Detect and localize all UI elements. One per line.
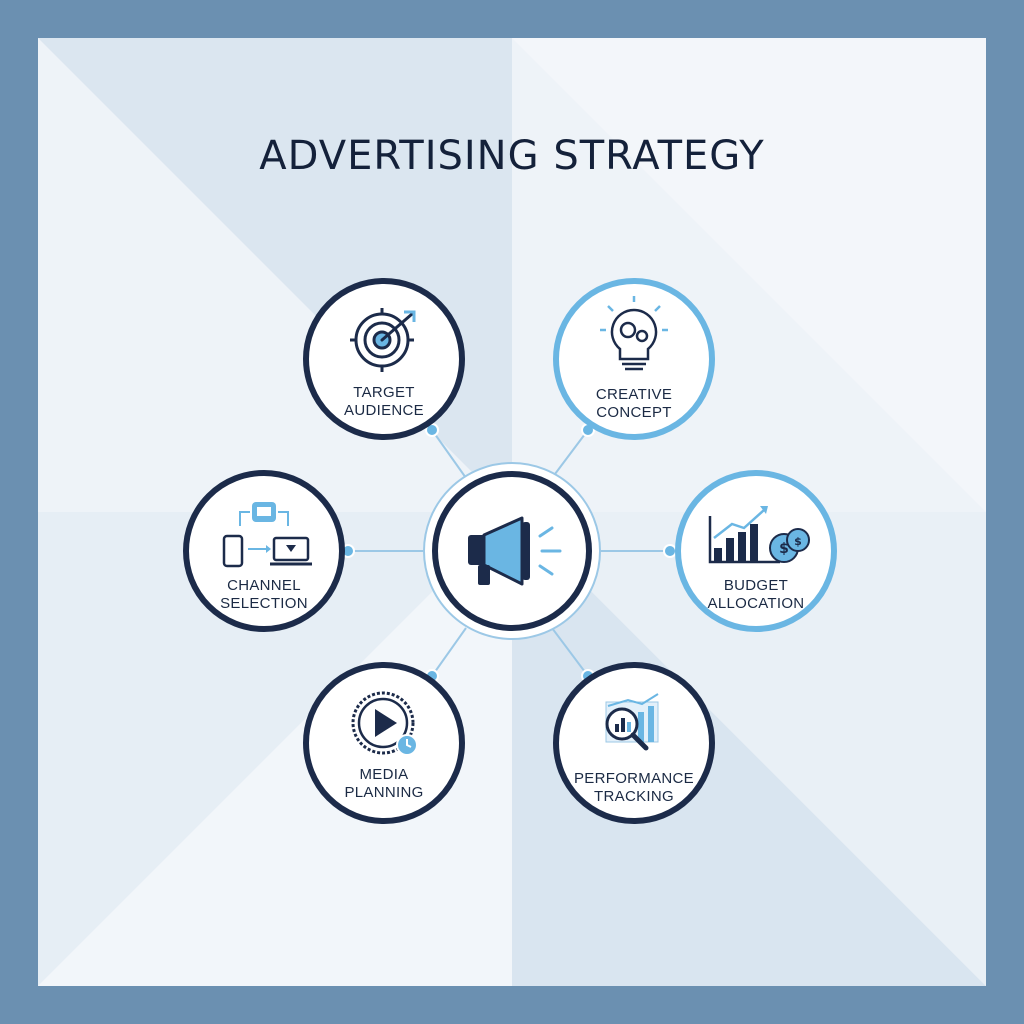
megaphone-icon bbox=[468, 516, 562, 586]
target-arrow-icon bbox=[350, 308, 416, 372]
connector-media-planning bbox=[431, 627, 467, 677]
chart-moneybags-icon: $ $ bbox=[708, 506, 810, 564]
label-line: CHANNEL bbox=[227, 577, 301, 594]
devices-icon bbox=[222, 502, 312, 568]
center-hub bbox=[423, 462, 601, 640]
label-line: AUDIENCE bbox=[344, 402, 424, 419]
lightbulb-gears-icon bbox=[600, 296, 668, 371]
label-channel-selection: CHANNEL SELECTION bbox=[179, 577, 349, 613]
magnifier-chart-icon bbox=[605, 693, 659, 751]
label-line: ALLOCATION bbox=[707, 595, 805, 612]
label-target-audience: TARGET AUDIENCE bbox=[299, 384, 469, 420]
label-line: CONCEPT bbox=[596, 404, 672, 421]
label-line: MEDIA bbox=[359, 766, 409, 783]
label-line: PERFORMANCE bbox=[574, 770, 694, 787]
label-line: SELECTION bbox=[220, 595, 308, 612]
connector-target-audience bbox=[431, 429, 467, 479]
node-media-planning bbox=[303, 662, 465, 824]
label-media-planning: MEDIA PLANNING bbox=[299, 766, 469, 802]
hub-diagram: $ $ bbox=[183, 278, 837, 824]
node-performance-tracking bbox=[553, 662, 715, 824]
label-line: TRACKING bbox=[594, 788, 674, 805]
node-channel-selection bbox=[183, 470, 345, 632]
svg-text:$: $ bbox=[794, 535, 802, 548]
connector-creative-concept bbox=[551, 429, 589, 479]
diagram-panel: ADVERTISING STRATEGY bbox=[38, 38, 986, 986]
label-line: PLANNING bbox=[344, 784, 424, 801]
label-line: BUDGET bbox=[723, 577, 789, 594]
node-creative-concept bbox=[553, 278, 715, 440]
label-creative-concept: CREATIVE CONCEPT bbox=[549, 386, 719, 422]
page-title: ADVERTISING STRATEGY bbox=[259, 133, 765, 179]
label-budget-allocation: BUDGET ALLOCATION bbox=[671, 577, 841, 613]
label-line: CREATIVE bbox=[595, 386, 673, 403]
label-line: TARGET bbox=[353, 384, 415, 401]
connectors bbox=[348, 429, 670, 677]
play-clock-icon bbox=[351, 691, 418, 756]
node-target-audience bbox=[303, 278, 465, 440]
svg-text:$: $ bbox=[779, 541, 789, 557]
label-performance-tracking: PERFORMANCE TRACKING bbox=[549, 770, 719, 806]
connector-performance-tracking bbox=[551, 627, 589, 677]
node-budget-allocation: $ $ bbox=[675, 470, 837, 632]
